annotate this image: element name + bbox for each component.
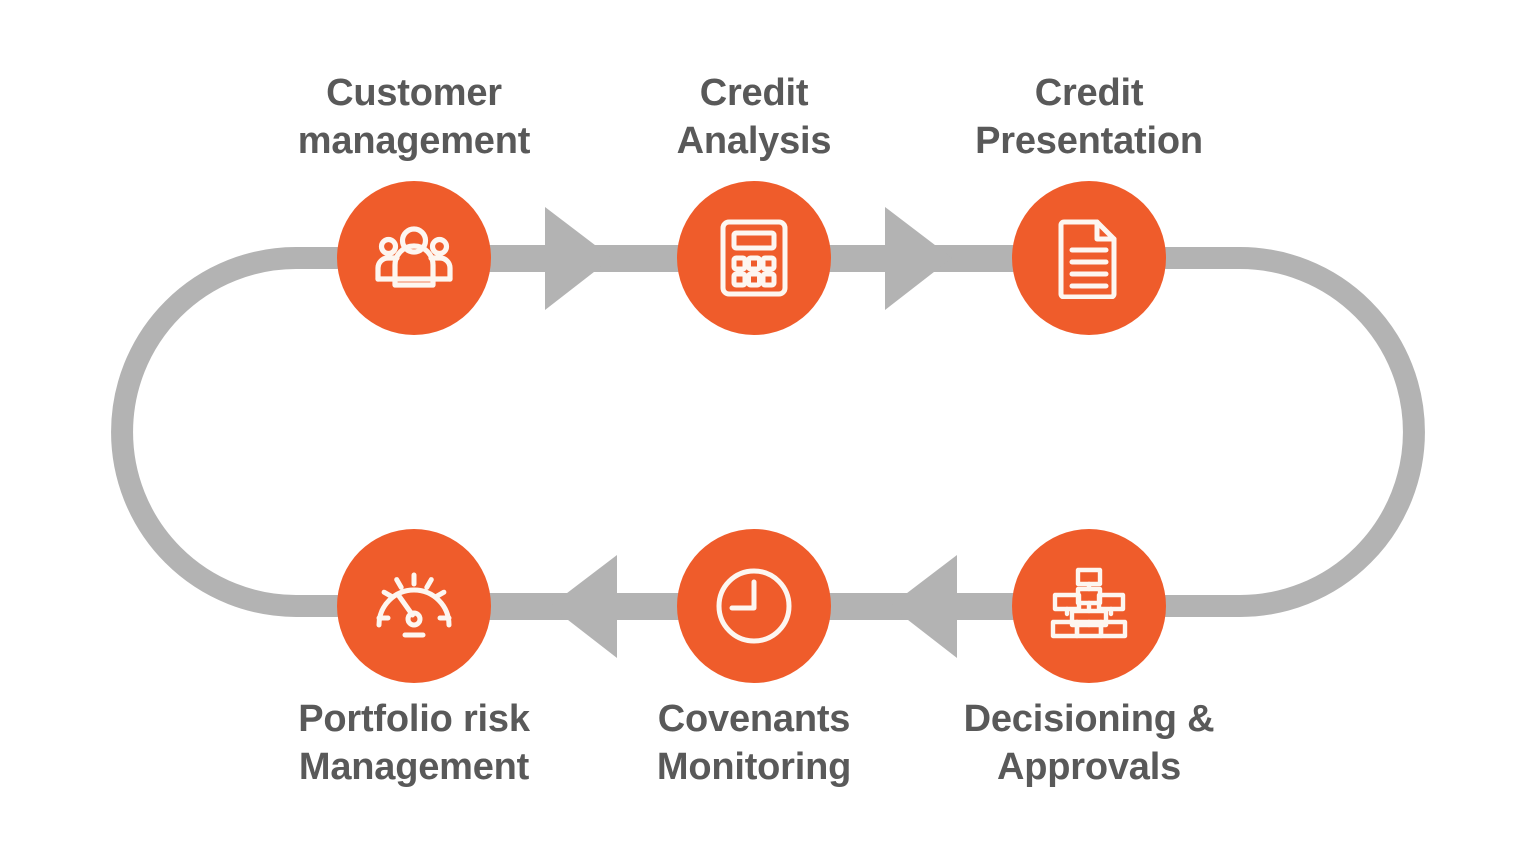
gauge-icon	[376, 572, 452, 638]
step-node-portfolio-risk-management[interactable]	[337, 529, 491, 683]
step-label-line1: Covenants	[657, 698, 851, 740]
step-label-covenants-monitoring: Covenants Monitoring	[584, 696, 924, 792]
step-label-line2: Approvals	[996, 745, 1182, 788]
step-label-line2: Monitoring	[656, 745, 852, 788]
calculator-icon	[720, 219, 788, 297]
step-node-credit-presentation[interactable]	[1012, 181, 1166, 335]
step-node-decisioning-approvals[interactable]	[1012, 529, 1166, 683]
step-label-credit-presentation: Credit Presentation	[919, 70, 1259, 166]
step-label-customer-management: Customer management	[244, 70, 584, 166]
arrow-covenants-to-portfolio	[550, 555, 617, 658]
document-icon	[1058, 219, 1117, 299]
step-label-line1: Customer	[326, 72, 502, 114]
step-label-credit-analysis: Credit Analysis	[584, 70, 924, 166]
step-label-portfolio-risk-management: Portfolio risk Management	[244, 696, 584, 792]
step-label-line2: management	[297, 119, 531, 162]
arrow-analysis-to-presentation	[885, 207, 952, 310]
hierarchy-icon	[1050, 567, 1128, 639]
step-label-line2: Presentation	[975, 119, 1203, 162]
connector-curve-left	[111, 247, 348, 617]
step-node-credit-analysis[interactable]	[677, 181, 831, 335]
step-node-customer-management[interactable]	[337, 181, 491, 335]
clock-icon	[716, 568, 792, 644]
arrow-decisioning-to-covenants	[890, 555, 957, 658]
step-label-line1: Portfolio risk	[298, 698, 530, 740]
connector-curve-right	[1155, 247, 1425, 617]
step-label-line1: Credit	[699, 72, 809, 114]
step-label-line2: Analysis	[676, 119, 832, 162]
step-label-line2: Management	[298, 745, 530, 788]
step-label-line1: Decisioning &	[963, 698, 1215, 740]
people-group-icon	[375, 226, 453, 288]
step-label-line1: Credit	[1034, 72, 1144, 114]
arrow-customer-to-analysis	[545, 207, 612, 310]
step-node-covenants-monitoring[interactable]	[677, 529, 831, 683]
step-label-decisioning-approvals: Decisioning & Approvals	[919, 696, 1259, 792]
